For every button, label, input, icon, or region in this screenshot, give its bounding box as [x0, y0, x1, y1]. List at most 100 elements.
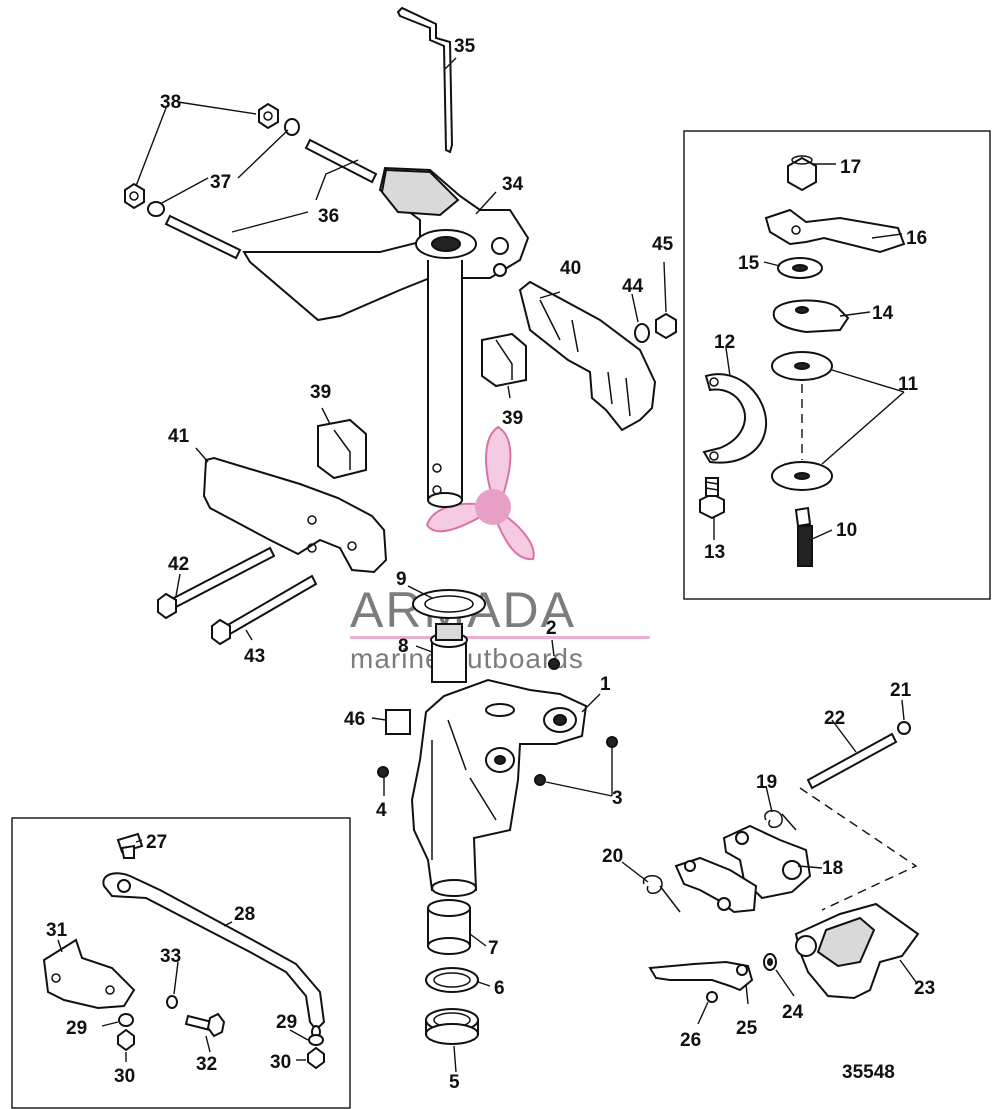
part-38-nut-upper [258, 102, 279, 130]
part-33-washer [166, 995, 178, 1009]
callout-28: 28 [234, 904, 255, 925]
part-7-bushing [427, 899, 471, 955]
part-25-lever [648, 960, 754, 992]
part-12-clip [702, 373, 768, 464]
part-40-side-plate [518, 280, 657, 432]
part-43-bolt [211, 574, 318, 646]
part-31-bracket [42, 938, 136, 1010]
part-17-nut [787, 156, 817, 192]
part-32-bolt [184, 1012, 226, 1038]
part-2-screw [548, 658, 560, 670]
callout-40: 40 [560, 258, 581, 279]
part-6-washer [425, 967, 479, 993]
callout-30a: 30 [114, 1066, 135, 1087]
inset-box-tilt-lock [683, 130, 991, 600]
armada-watermark: ARMADA marine outboards [350, 425, 650, 674]
part-42-bolt [157, 546, 276, 620]
part-23-cover [794, 902, 920, 1000]
part-20-spring [642, 875, 681, 913]
callout-16: 16 [906, 228, 927, 249]
callout-22: 22 [824, 708, 845, 729]
part-21-clip [897, 721, 911, 735]
callout-33: 33 [160, 946, 181, 967]
callout-8: 8 [398, 636, 409, 657]
callout-39b: 39 [502, 408, 523, 429]
leader-lines [57, 57, 917, 1073]
part-29-washer-left [118, 1013, 134, 1027]
callout-36: 36 [318, 206, 339, 227]
part-27-bolt [116, 832, 144, 859]
callout-42: 42 [168, 554, 189, 575]
callout-41: 41 [168, 426, 190, 447]
part-37-washer-lower [147, 201, 165, 217]
callout-24: 24 [782, 1002, 804, 1023]
part-24-spring [763, 953, 777, 971]
callout-labels: 1 2 3 4 5 6 7 8 9 10 11 12 13 14 15 16 1… [46, 36, 935, 1093]
callout-37: 37 [210, 172, 231, 193]
part-30-nut-right [307, 1046, 325, 1070]
callout-26: 26 [680, 1030, 701, 1051]
callout-4: 4 [376, 800, 387, 821]
callout-27: 27 [146, 832, 167, 853]
part-18-lever-arm [674, 856, 758, 914]
callout-29a: 29 [66, 1018, 87, 1039]
callout-10: 10 [836, 520, 857, 541]
callout-9: 9 [396, 569, 407, 590]
callout-46: 46 [344, 709, 365, 730]
part-10-spring [794, 506, 813, 567]
callout-20: 20 [602, 846, 623, 867]
callout-34: 34 [502, 174, 524, 195]
callout-14: 14 [872, 303, 894, 324]
callout-31: 31 [46, 920, 68, 941]
callout-19: 19 [756, 772, 777, 793]
part-35-rod [396, 6, 454, 154]
callout-30b: 30 [270, 1052, 291, 1073]
callout-29b: 29 [276, 1012, 297, 1033]
callout-5: 5 [449, 1072, 460, 1093]
part-36-pin-upper [304, 138, 378, 184]
part-29-washer-right [308, 1034, 324, 1046]
part-37-washer-upper [284, 118, 300, 136]
callout-1: 1 [600, 674, 611, 695]
part-14-plate [772, 299, 850, 334]
watermark-rule [350, 636, 650, 639]
callout-11: 11 [898, 374, 919, 395]
callout-15: 15 [738, 253, 760, 274]
callout-13: 13 [704, 542, 725, 563]
callout-44: 44 [622, 276, 644, 297]
callout-17: 17 [840, 157, 861, 178]
callout-2: 2 [546, 618, 557, 639]
callout-38: 38 [160, 92, 181, 113]
callout-43: 43 [244, 646, 265, 667]
part-34-swivel-bracket [242, 166, 530, 508]
part-36-pin-lower [164, 214, 242, 260]
part-39-pad-right [481, 332, 527, 388]
callout-45: 45 [652, 234, 674, 255]
part-44-washer [634, 323, 650, 343]
inset-box-steering-link [11, 817, 351, 1109]
part-46-decal [385, 709, 411, 735]
part-26-washer [706, 991, 718, 1003]
propeller-logo-icon [425, 425, 535, 561]
part-3-screw-lower [534, 774, 546, 786]
part-3-screw-upper [606, 736, 618, 748]
callout-32: 32 [196, 1054, 217, 1075]
part-38-nut-lower [124, 182, 145, 210]
part-4-screw [377, 766, 389, 778]
part-16-lever [764, 208, 906, 254]
part-22-pin [806, 732, 898, 790]
callout-35: 35 [454, 36, 476, 57]
part-13-screw [699, 477, 725, 520]
part-39-pad-left [317, 418, 367, 480]
part-45-nut [655, 312, 677, 340]
callout-21: 21 [890, 680, 912, 701]
callout-18: 18 [822, 858, 843, 879]
part-41-bracket-plate [202, 456, 388, 574]
part-19-spring [764, 809, 797, 831]
part-5-bushing [425, 1008, 479, 1045]
callout-6: 6 [494, 978, 505, 999]
callout-3: 3 [612, 788, 623, 809]
part-1-clamp-bracket [410, 678, 588, 897]
callout-23: 23 [914, 978, 935, 999]
